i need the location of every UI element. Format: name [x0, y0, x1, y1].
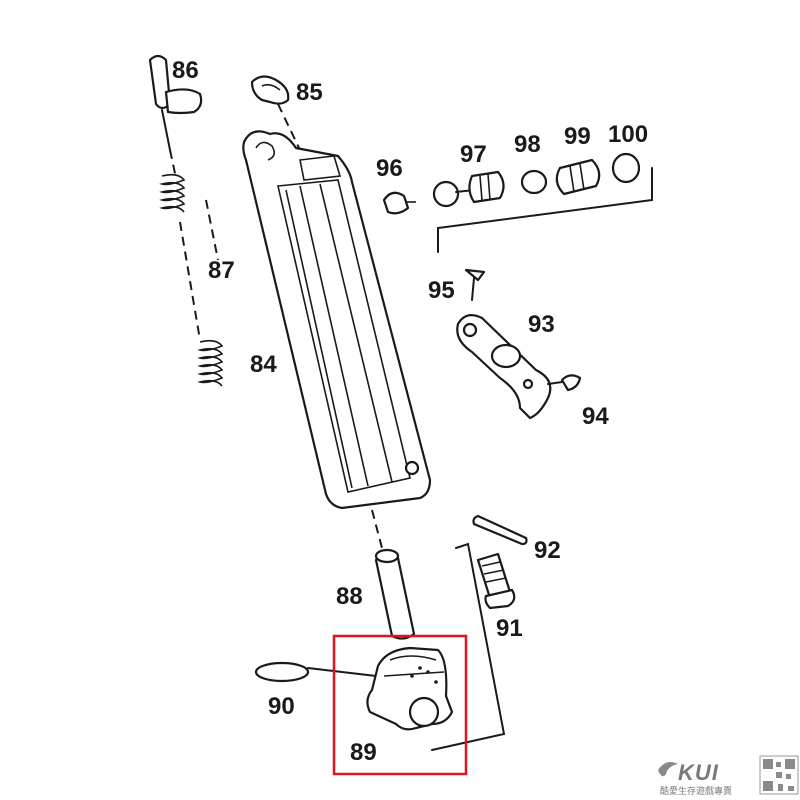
part-label-99: 99 [564, 123, 591, 150]
kui-logo: KUI 酷愛生存遊戲專賣 [658, 760, 732, 797]
part-label-95: 95 [428, 277, 455, 304]
part-label-98: 98 [514, 131, 541, 158]
part-92-pin [472, 514, 528, 546]
part-label-92: 92 [534, 537, 561, 564]
part-label-86: 86 [172, 57, 199, 84]
part-88-cylinder [374, 548, 416, 640]
qr-code-icon [759, 755, 799, 795]
part-label-94: 94 [582, 403, 609, 430]
part-96-valve-tip [382, 191, 416, 215]
part-label-97: 97 [460, 141, 487, 168]
bolt-bracket [431, 542, 506, 751]
part-94-screw [547, 374, 582, 392]
part-99-valve-seal [555, 158, 601, 196]
part-label-96: 96 [376, 155, 403, 182]
part-100-o-ring [611, 152, 641, 184]
valve-group-bracket [437, 167, 653, 253]
part-label-89: 89 [350, 739, 377, 766]
part-label-100: 100 [608, 121, 648, 148]
part-97-valve-body [432, 170, 505, 208]
logo-brand: KUI [678, 760, 719, 785]
part-98-o-ring [520, 169, 548, 195]
part-90-o-ring [254, 661, 310, 683]
logo-tagline: 酷愛生存遊戲專賣 [660, 785, 732, 797]
part-84-magazine-body [242, 130, 432, 510]
part-label-91: 91 [496, 615, 523, 642]
part-label-90: 90 [268, 693, 295, 720]
part-93-plate [456, 313, 552, 420]
part-label-87: 87 [208, 257, 235, 284]
part-label-93: 93 [528, 311, 555, 338]
part-86-rod-handle [148, 54, 203, 151]
part-95-screw [464, 268, 486, 301]
part-label-85: 85 [296, 79, 323, 106]
part-91-bolt [476, 552, 516, 610]
part-label-84: 84 [250, 351, 277, 378]
part-87-lower-spring [197, 339, 224, 387]
highlight-box-part-89 [332, 634, 468, 776]
kui-logo-mark [658, 762, 678, 777]
part-label-88: 88 [336, 583, 363, 610]
part-87-upper-spring [159, 173, 186, 213]
part-85-clip [250, 75, 290, 105]
part-89-valve-head [366, 646, 454, 731]
